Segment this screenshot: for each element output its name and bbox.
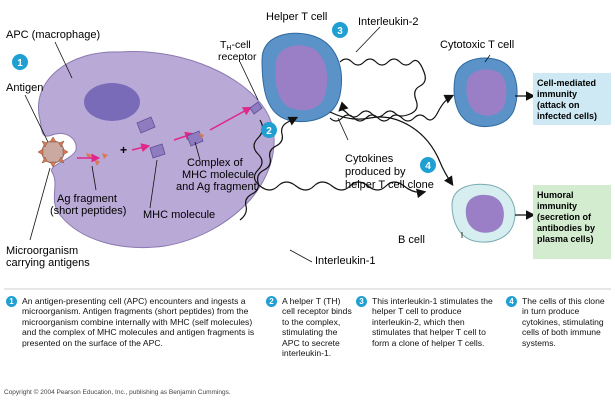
- step-descriptions: 1 An antigen-presenting cell (APC) encou…: [0, 296, 615, 386]
- th-cell-receptor-label-2: receptor: [218, 51, 257, 63]
- interleukin-1-label: Interleukin-1: [315, 255, 376, 267]
- cytotoxic-t-cell-label: Cytotoxic T cell: [440, 39, 514, 51]
- step-1-number: 1: [6, 296, 17, 307]
- b-cell-label: B cell: [398, 234, 425, 246]
- step-3: 3 This interleukin-1 stimulates the help…: [356, 296, 498, 348]
- step-marker-3: 3: [332, 22, 348, 38]
- svg-text:4: 4: [425, 161, 431, 172]
- microorganism-icon: [37, 136, 69, 168]
- copyright-notice: Copyright © 2004 Pearson Education, Inc.…: [4, 389, 231, 396]
- step-1: 1 An antigen-presenting cell (APC) encou…: [6, 296, 256, 348]
- complex-label-2: MHC molecule: [182, 169, 254, 181]
- mhc-molecule-icons: [136, 116, 204, 159]
- humoral-text-5: plasma cells): [537, 234, 594, 244]
- step-2-number: 2: [266, 296, 277, 307]
- cell-mediated-text-2: immunity: [537, 89, 577, 99]
- th-cell-receptor-label: TH-cell: [220, 39, 251, 52]
- plus-sign: +: [120, 143, 127, 157]
- cytokines-label-2: produced by: [345, 166, 406, 178]
- cell-mediated-text-1: Cell-mediated: [537, 78, 596, 88]
- cytotoxic-t-cell: [453, 57, 518, 127]
- step-marker-4: 4: [420, 157, 436, 173]
- cytokines-label-3: helper T cell clone: [345, 179, 434, 191]
- step-3-number: 3: [356, 296, 367, 307]
- b-cell: [451, 183, 516, 243]
- ag-fragment-label-1: Ag fragment: [57, 193, 117, 205]
- svg-text:1: 1: [17, 58, 23, 69]
- svg-text:2: 2: [266, 126, 272, 137]
- step-4-text: The cells of this clone in turn produce …: [522, 296, 605, 348]
- helper-t-cell-label: Helper T cell: [266, 11, 327, 23]
- humoral-text-1: Humoral: [537, 190, 574, 200]
- step-2: 2 A helper T (TH) cell receptor binds to…: [266, 296, 352, 358]
- helper-t-cell: [261, 32, 342, 123]
- step-3-text: This interleukin-1 stimulates the helper…: [372, 296, 493, 348]
- complex-label-3: and Ag fragment: [176, 181, 257, 193]
- cell-mediated-immunity-box: [533, 73, 611, 125]
- interleukin-2-label: Interleukin-2: [358, 16, 419, 28]
- cell-mediated-text-4: infected cells): [537, 111, 597, 121]
- step-marker-1: 1: [12, 54, 28, 70]
- microorganism-label-1: Microorganism: [6, 245, 78, 257]
- humoral-text-4: antibodies by: [537, 223, 595, 233]
- mhc-molecule-label: MHC molecule: [143, 209, 215, 221]
- complex-label-1: Complex of: [187, 157, 244, 169]
- step-4-number: 4: [506, 296, 517, 307]
- ag-fragment-label-2: (short peptides): [50, 205, 126, 217]
- microorganism-label-2: carrying antigens: [6, 257, 90, 269]
- antigen-label: Antigen: [6, 82, 43, 94]
- step-marker-2: 2: [261, 122, 277, 138]
- apc-label: APC (macrophage): [6, 29, 100, 41]
- signal-squiggles: [239, 58, 455, 221]
- apc-nucleus: [84, 83, 140, 121]
- humoral-text-3: (secretion of: [537, 212, 592, 222]
- svg-text:3: 3: [337, 26, 343, 37]
- step-2-text: A helper T (TH) cell receptor binds to t…: [282, 296, 352, 359]
- cytokines-label-1: Cytokines: [345, 153, 394, 165]
- humoral-immunity-box: [533, 185, 611, 259]
- humoral-text-2: immunity: [537, 201, 577, 211]
- cell-mediated-text-3: (attack on: [537, 100, 580, 110]
- step-4: 4 The cells of this clone in turn produc…: [506, 296, 610, 348]
- step-1-text: An antigen-presenting cell (APC) encount…: [22, 296, 255, 348]
